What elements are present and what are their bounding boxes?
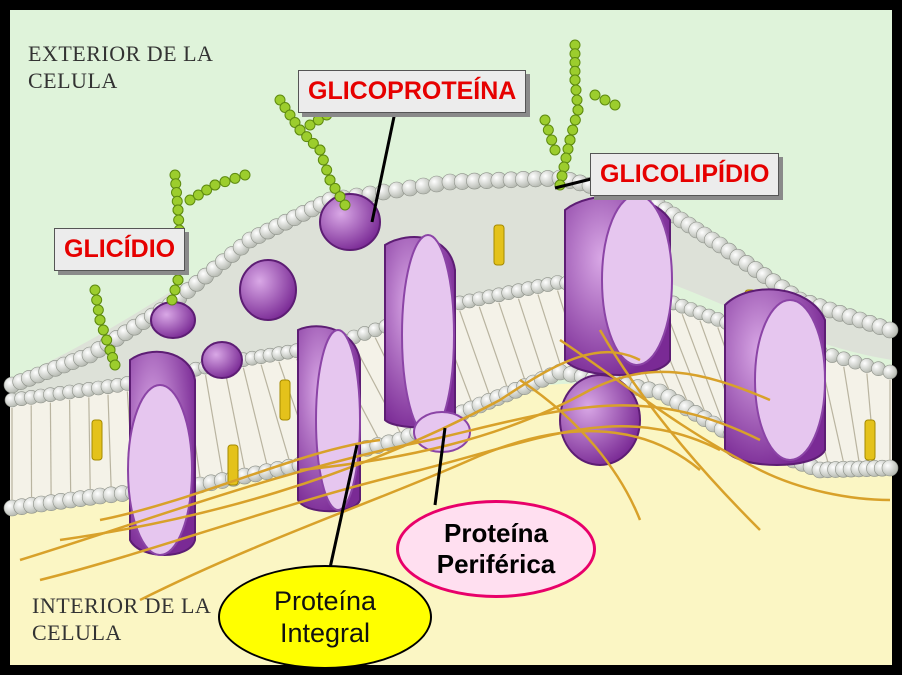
glicolipidio-label: GLICOLIPÍDIO [590, 153, 779, 196]
periferica-line-2: Periférica [437, 549, 556, 580]
interior-label-line-1: INTERIOR DE LA [32, 593, 211, 618]
periferica-line-1: Proteína [444, 518, 548, 549]
exterior-label-line-2: CELULA [28, 68, 118, 93]
integral-line-1: Proteína [274, 585, 376, 617]
proteina-periferica-label: Proteína Periférica [396, 500, 596, 598]
interior-label: INTERIOR DE LA CELULA [32, 592, 211, 646]
integral-line-2: Integral [280, 617, 370, 649]
exterior-label-line-1: EXTERIOR DE LA [28, 41, 213, 66]
glicidio-label: GLICÍDIO [54, 228, 185, 271]
interior-label-line-2: CELULA [32, 620, 122, 645]
glicoproteina-label: GLICOPROTEÍNA [298, 70, 526, 113]
exterior-label: EXTERIOR DE LA CELULA [28, 40, 213, 94]
proteina-integral-label: Proteína Integral [218, 565, 432, 669]
